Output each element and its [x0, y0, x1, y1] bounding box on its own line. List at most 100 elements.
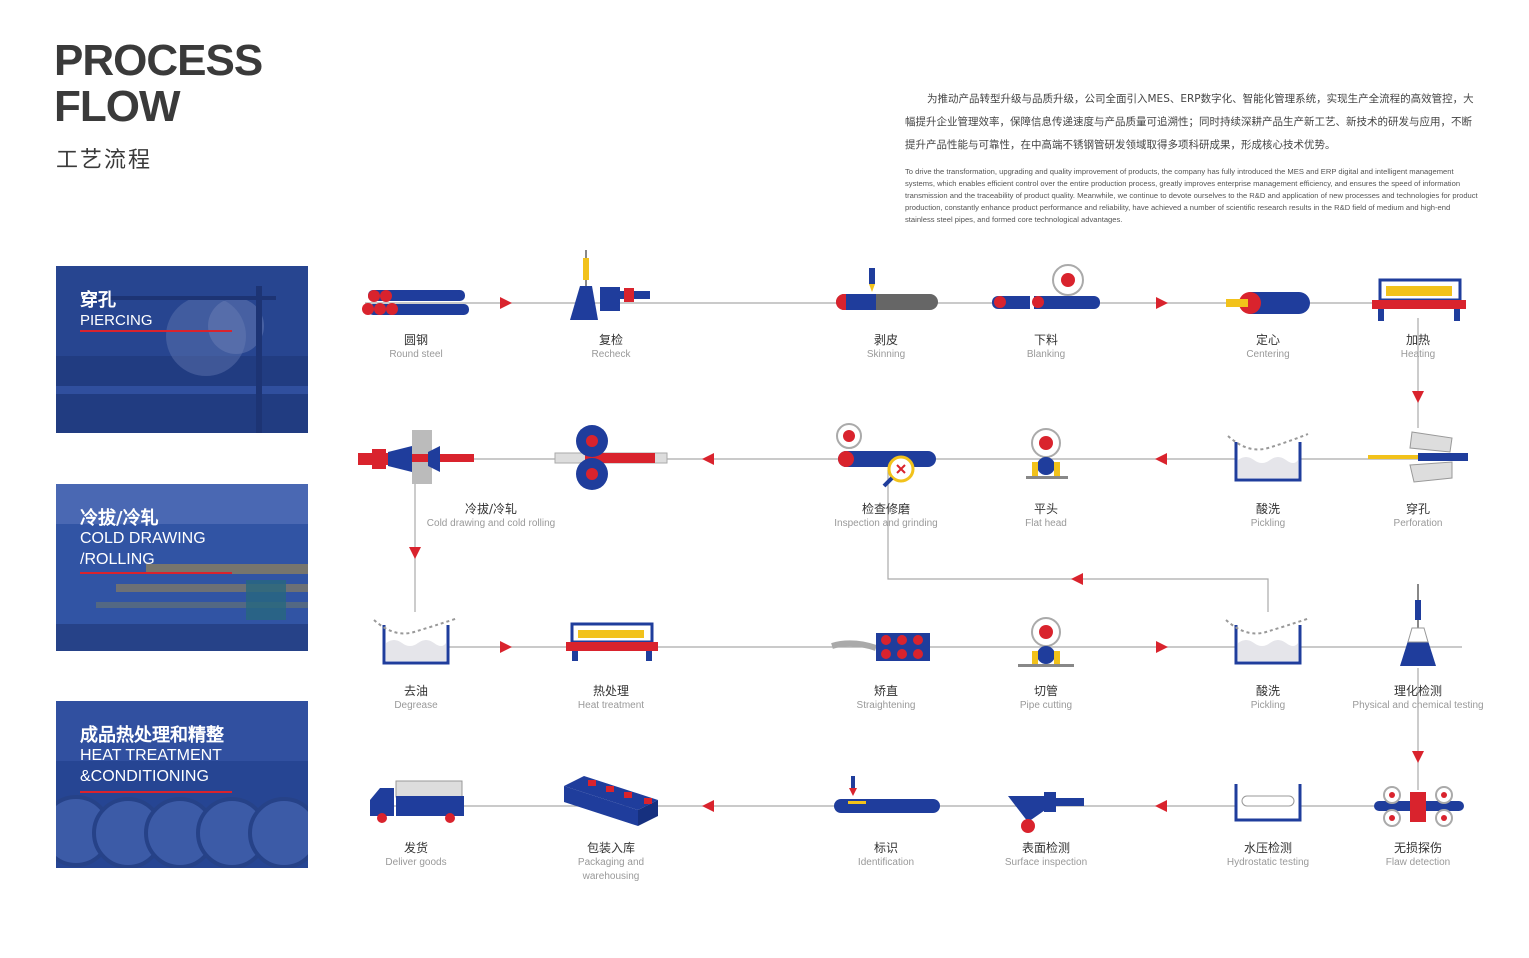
- panel-title-en: PIERCING: [80, 310, 153, 331]
- step-label-cn: 切管: [1033, 684, 1058, 698]
- panel-title-en-line2: &CONDITIONING: [80, 768, 209, 785]
- intro-cn: 为推动产品转型升级与品质升级，公司全面引入MES、ERP数字化、智能化管理系统，…: [905, 93, 1474, 151]
- panel-rule: [80, 572, 232, 574]
- panel-title-en-line1: COLD DRAWING: [80, 530, 206, 547]
- arrow-right: [500, 641, 512, 653]
- panel-title-cn: 成品热处理和精整: [80, 725, 224, 746]
- flow-arrows: [409, 297, 1424, 812]
- panel-cold-drawing: 冷拔/冷轧 COLD DRAWING /ROLLING: [56, 484, 308, 651]
- step-inspection-grinding: 检查修磨 Inspection and grinding: [801, 501, 971, 531]
- step-label-cn: 理化检测: [1393, 684, 1442, 698]
- step-label-en: Surface inspection: [1004, 857, 1088, 868]
- step-label-en: Identification: [857, 857, 915, 868]
- round-steel-icon: [362, 290, 469, 315]
- arrow-left: [702, 800, 714, 812]
- panel-title-cn: 冷拔/冷轧: [80, 508, 159, 529]
- panel-title-en: COLD DRAWING /ROLLING: [80, 528, 206, 570]
- step-label-en: Centering: [1246, 349, 1290, 360]
- step-label-en: Blanking: [1026, 349, 1066, 360]
- step-cold-drawing: 冷拔/冷轧 Cold drawing and cold rolling: [406, 501, 576, 531]
- surface-inspection-icon: [1008, 792, 1084, 833]
- step-label-cn: 加热: [1405, 333, 1430, 347]
- panel-rule: [80, 791, 232, 793]
- step-label-cn: 剥皮: [873, 333, 898, 347]
- step-label-en: Pickling: [1250, 700, 1286, 711]
- step-perforation: 穿孔 Perforation: [1333, 501, 1503, 531]
- panel-title-en-line1: PIERCING: [80, 312, 153, 329]
- step-label-en: Perforation: [1393, 518, 1443, 529]
- step-label-cn: 酸洗: [1255, 502, 1280, 516]
- pickling-tank-icon: [1227, 433, 1309, 482]
- step-label-cn: 去油: [403, 684, 428, 698]
- panel-title-en-line2: /ROLLING: [80, 551, 155, 568]
- centering-icon: [1226, 292, 1310, 314]
- arrow-right: [500, 297, 512, 309]
- step-label-en: Physical and chemical testing: [1352, 700, 1484, 711]
- arrow-left: [1155, 800, 1167, 812]
- arrow-right: [1156, 641, 1168, 653]
- step-label-cn: 圆钢: [403, 333, 428, 347]
- title-line1: PROCESS: [54, 36, 263, 85]
- flaw-detection-icon: [1374, 786, 1464, 827]
- step-label-en: Cold drawing and cold rolling: [426, 518, 556, 529]
- step-pickling-1: 酸洗 Pickling: [1183, 501, 1353, 531]
- straightening-icon: [831, 633, 930, 661]
- step-label-cn: 热处理: [592, 684, 629, 698]
- panel-photo: [56, 266, 308, 433]
- step-label-cn: 矫直: [873, 684, 898, 698]
- inspection-grinding-icon: [836, 423, 936, 488]
- step-label-cn: 下料: [1033, 333, 1058, 347]
- step-skinning: 剥皮 Skinning: [801, 332, 971, 362]
- hydrostatic-test-icon: [1234, 784, 1302, 822]
- arrow-right: [1156, 297, 1168, 309]
- step-blanking: 下料 Blanking: [961, 332, 1131, 362]
- panel-heat-treatment: 成品热处理和精整 HEAT TREATMENT &CONDITIONING: [56, 701, 308, 868]
- step-label-cn: 水压检测: [1243, 841, 1292, 855]
- arrow-down: [1412, 751, 1424, 763]
- step-label-cn: 复检: [598, 333, 623, 347]
- pipe-cutting-icon: [1018, 617, 1074, 667]
- title-line2: FLOW: [54, 82, 181, 131]
- delivery-truck-icon: [370, 780, 464, 823]
- step-label-en: Recheck: [591, 349, 631, 360]
- step-label-en: Inspection and grinding: [834, 518, 938, 529]
- step-label-cn: 表面检测: [1021, 841, 1070, 855]
- panel-title-cn: 穿孔: [80, 290, 116, 311]
- step-label-en: Packaging and warehousing: [577, 857, 645, 882]
- panel-piercing: 穿孔 PIERCING: [56, 266, 308, 433]
- step-flaw-detection: 无损探伤 Flaw detection: [1333, 840, 1503, 870]
- arrow-down: [1412, 391, 1424, 403]
- step-label-cn: 无损探伤: [1393, 841, 1442, 855]
- step-degrease: 去油 Degrease: [331, 683, 501, 713]
- step-label-en: Degrease: [394, 700, 438, 711]
- step-label-cn: 冷拔/冷轧: [464, 502, 518, 516]
- step-label-en: Flat head: [1025, 518, 1067, 529]
- step-label-en: Deliver goods: [385, 857, 447, 868]
- panel-photo: [56, 701, 308, 868]
- step-label-cn: 穿孔: [1405, 502, 1430, 516]
- step-label-cn: 检查修磨: [861, 502, 910, 516]
- cold-drawing-icon: [358, 430, 474, 484]
- packaging-icon: [564, 776, 658, 826]
- step-label-en: Skinning: [866, 349, 906, 360]
- flow-connectors: [360, 302, 1468, 807]
- step-label-en: Straightening: [856, 700, 916, 711]
- step-label-en: Flaw detection: [1385, 857, 1451, 868]
- step-label-cn: 包装入库: [586, 841, 635, 855]
- step-label-en: Hydrostatic testing: [1226, 857, 1310, 868]
- heat-treatment-icon: [566, 622, 658, 661]
- step-packaging: 包装入库 Packaging and warehousing: [556, 840, 666, 884]
- page-title-cn: 工艺流程: [56, 148, 153, 173]
- skinning-icon: [836, 268, 938, 310]
- step-label-en: Pickling: [1250, 518, 1286, 529]
- pickling-tank-2-icon: [1225, 617, 1311, 665]
- arrow-left: [702, 453, 714, 465]
- recheck-icon: [570, 250, 650, 320]
